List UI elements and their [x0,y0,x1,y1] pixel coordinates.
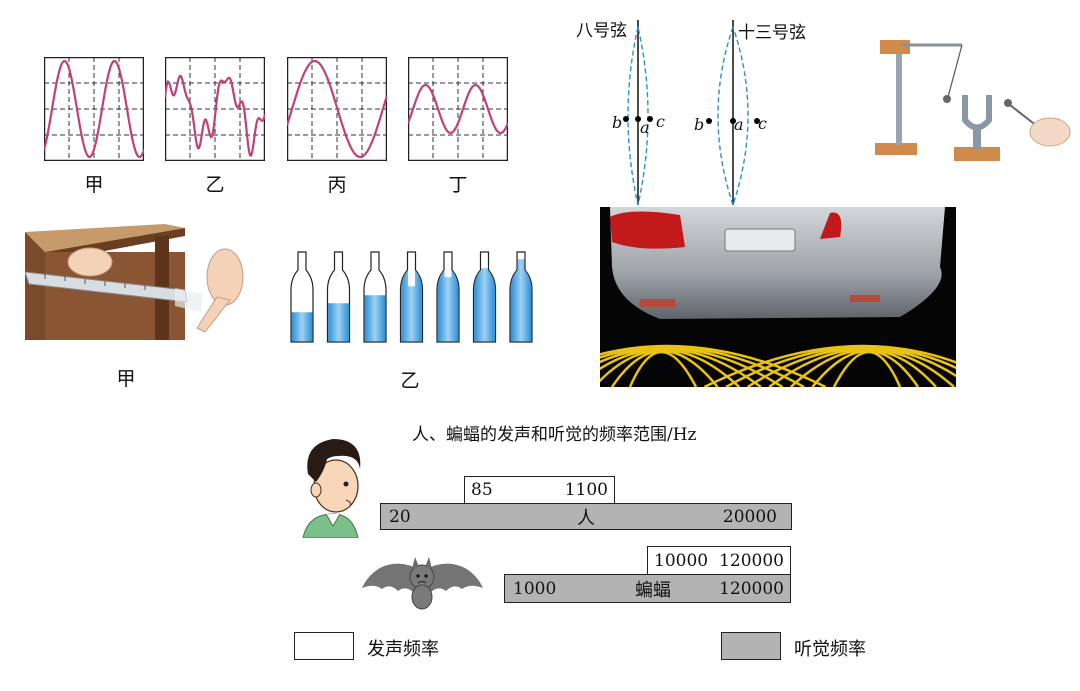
bottle-water [291,312,313,342]
bat-icon [362,557,483,610]
waveform-yi [165,57,265,161]
bat-emit-high: 120000 [719,550,784,571]
bottle-water [328,303,349,342]
bottle-water [510,259,532,342]
bat-hear-low: 1000 [513,578,557,599]
human-hear-low: 20 [389,506,411,527]
bottle-water [437,270,459,342]
bat-hear-high: 120000 [719,578,784,599]
legend-hear-swatch [721,632,781,660]
waveform-label-yi: 乙 [205,174,225,196]
legend-emit-swatch [294,632,354,660]
frequency-chart-title: 人、蝙蝠的发声和听觉的频率范围/Hz [412,425,697,445]
human-emit-low: 85 [471,480,493,500]
bat-hearing-bar: 1000 蝙蝠 120000 [504,574,791,603]
waveform-ding [408,57,508,161]
bottle-water [364,295,386,342]
bottles-illustration [290,251,533,343]
string-eight-label: 八号弦 [576,21,627,41]
waveform-label-ding: 丁 [448,174,468,196]
bottle-water [401,270,422,342]
point-b-thirteen: b [694,115,705,134]
human-hear-high: 20000 [722,506,777,527]
point-c-thirteen: c [758,114,767,133]
ruler-table-illustration [25,224,244,340]
legend-emit-label: 发声频率 [367,639,439,660]
point-c-eight: c [656,112,665,131]
string-thirteen-label: 十三号弦 [738,23,806,43]
point-b-eight: b [612,113,623,132]
human-emit-high: 1100 [564,480,608,500]
sensor-arc-left [600,344,827,387]
waveform-jia [44,57,144,161]
human-name: 人 [577,507,595,529]
bat-emit-bar: 10000 120000 [647,546,791,575]
point-a-thirteen: a [734,115,744,134]
bat-name: 蝙蝠 [635,579,671,601]
legend-hear-label: 听觉频率 [794,639,866,660]
tuning-fork-apparatus [875,40,1071,161]
point-a-eight: a [640,118,650,137]
bottle-water [474,268,495,342]
bottles-label: 乙 [400,370,420,392]
waveform-label-bing: 丙 [327,174,347,196]
waveform-label-jia: 甲 [84,174,104,196]
human-hearing-bar: 20 人 20000 [380,503,792,530]
bat-emit-low: 10000 [654,550,709,571]
boy-icon [302,439,361,538]
human-emit-bar: 85 1100 [464,476,615,504]
ruler-label: 甲 [116,368,136,390]
sensor-arc-right [703,344,956,387]
car-parking-sensor-photo [600,207,956,387]
strings-diagram [623,20,760,208]
waveform-bing [287,57,387,161]
